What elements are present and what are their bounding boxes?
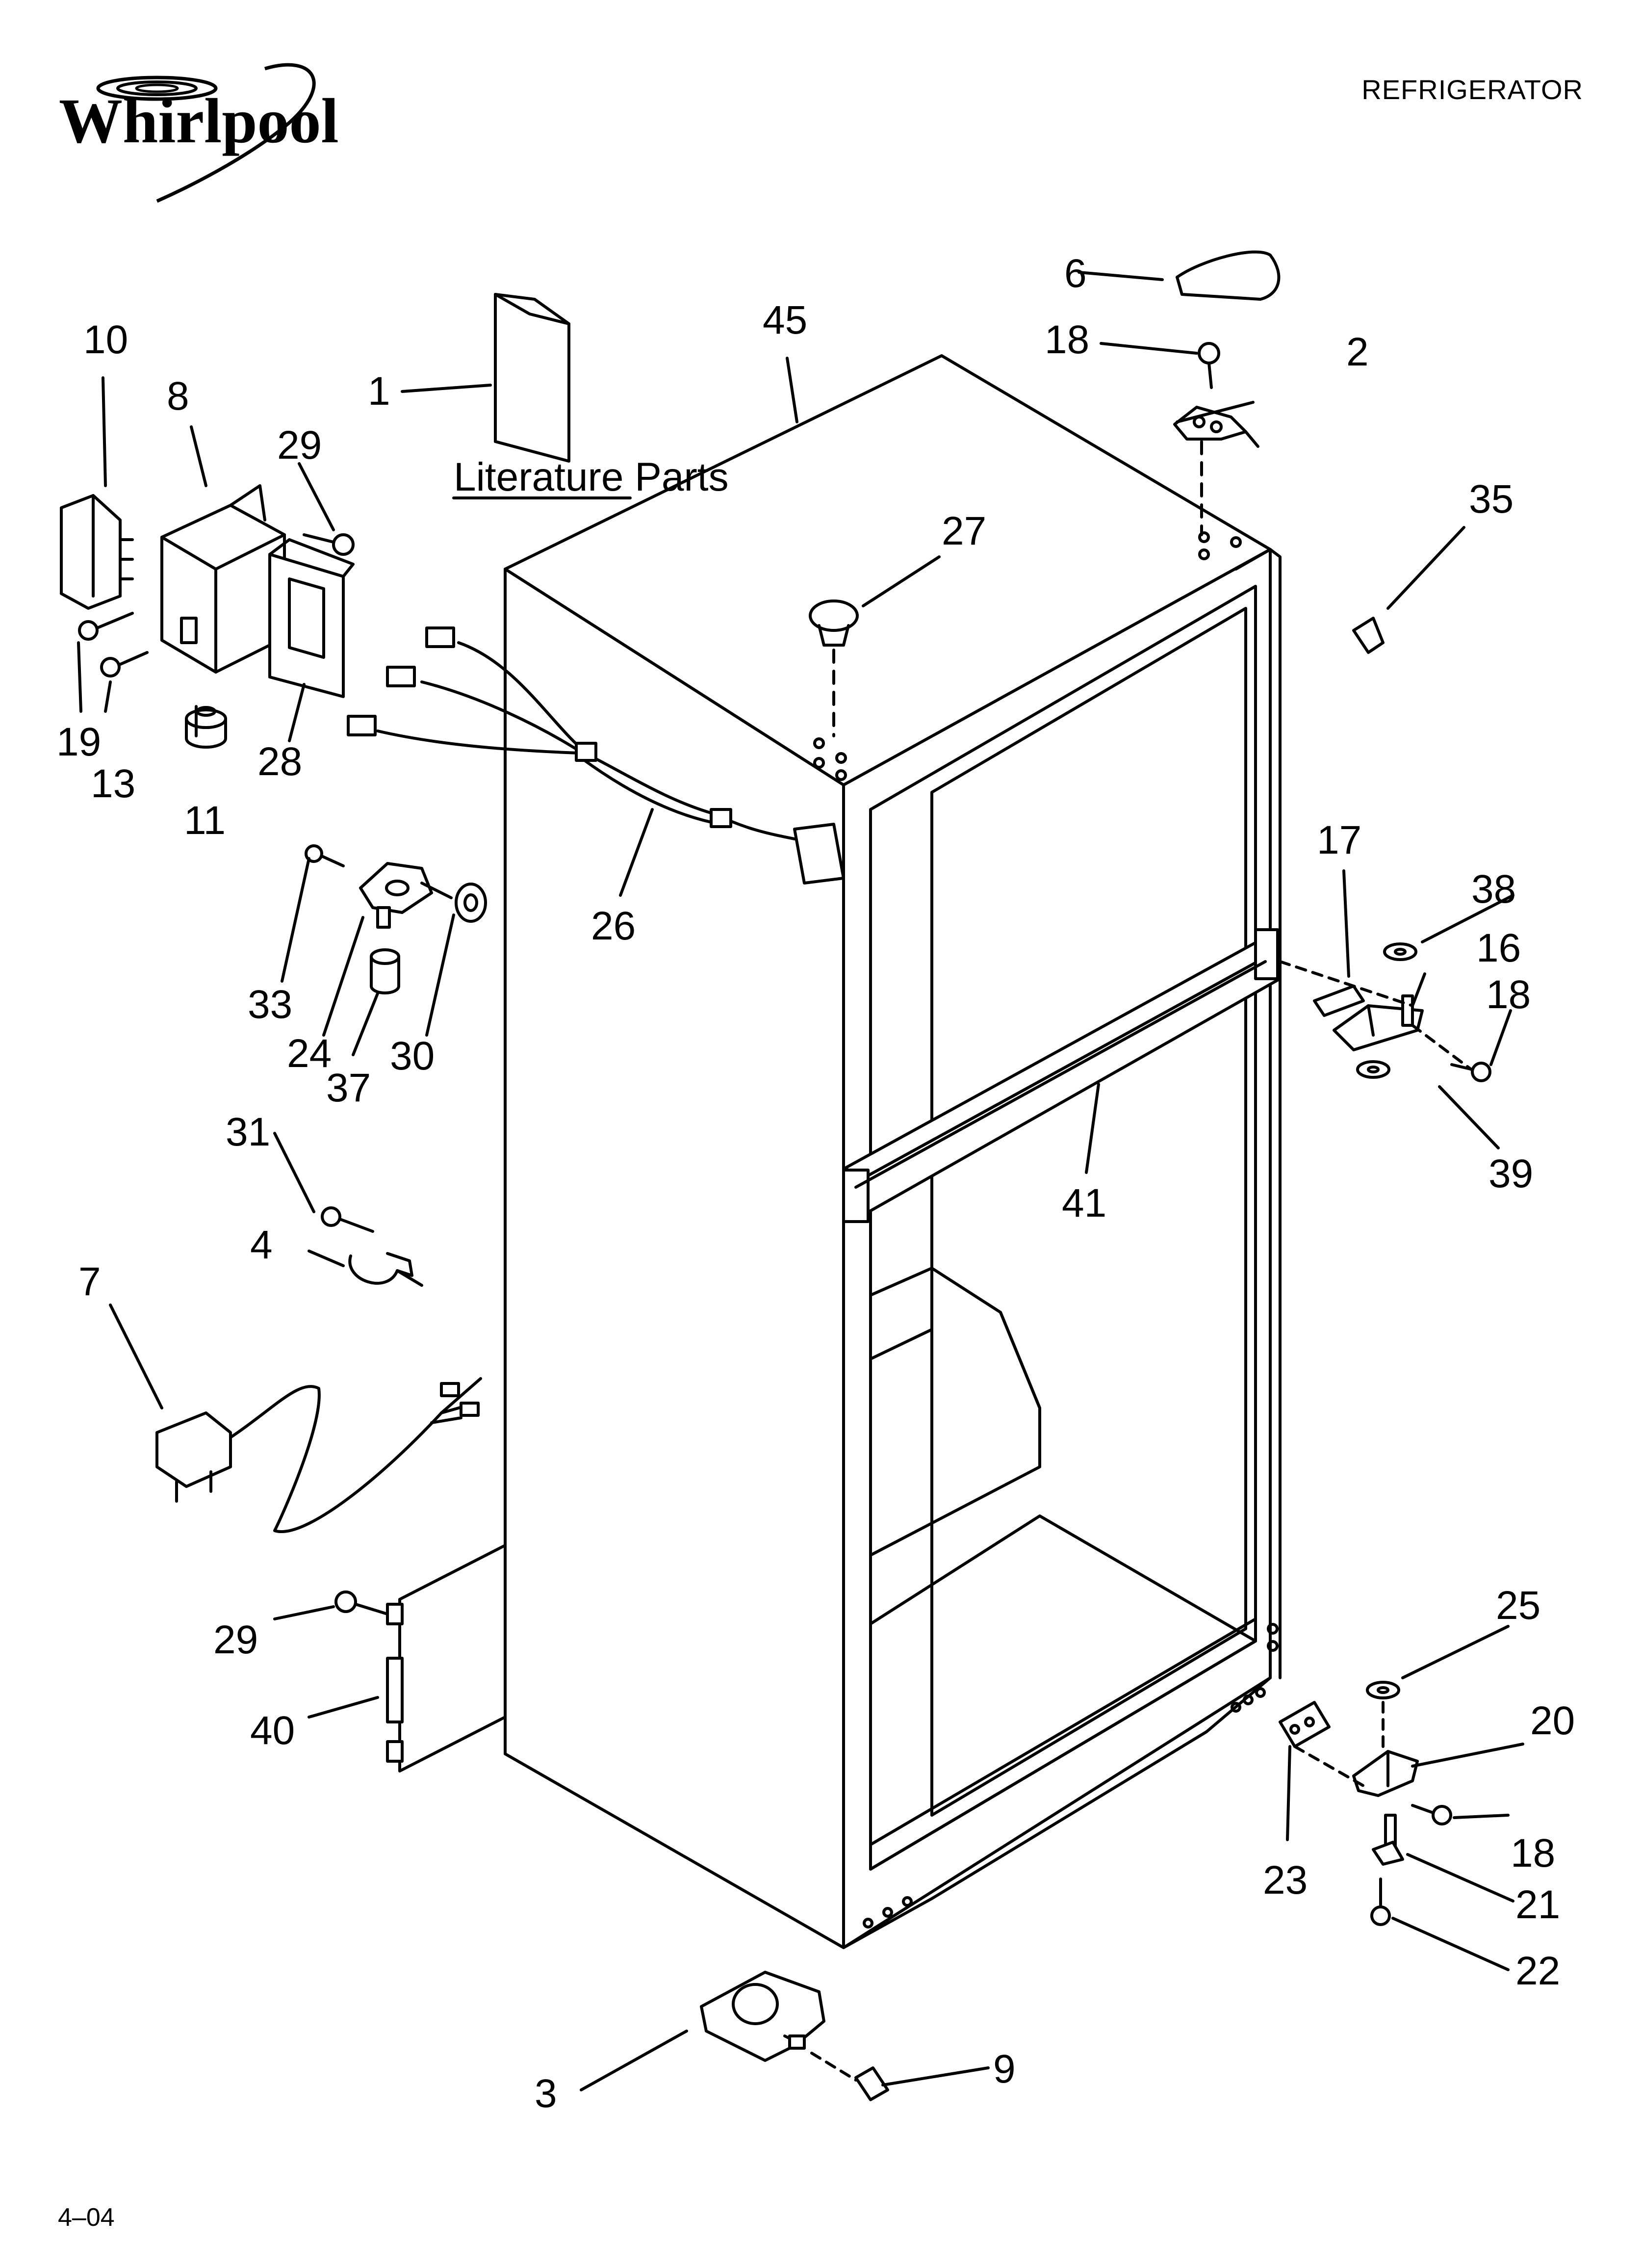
control-box-part-8 <box>160 484 286 672</box>
hinge-cover-part-6 <box>1177 252 1279 299</box>
callout-37: 37 <box>326 1066 371 1110</box>
power-cord-part-7 <box>157 1379 481 1532</box>
callout-13: 13 <box>91 761 135 806</box>
plug-part-27 <box>810 601 857 736</box>
callout-39: 39 <box>1488 1151 1533 1196</box>
callout-41: 41 <box>1062 1181 1106 1225</box>
callout-8: 8 <box>167 374 189 418</box>
shim-part-35 <box>1354 618 1383 652</box>
callout-10: 10 <box>83 317 128 362</box>
hinge-pin-part-21 <box>1373 1815 1403 1864</box>
shim-part-23 <box>1280 1702 1329 1747</box>
washer-part-38 <box>1385 944 1416 960</box>
screw-part-33 <box>306 846 343 866</box>
callout-9: 9 <box>993 2047 1016 2091</box>
callout-2: 2 <box>1346 330 1369 374</box>
leveling-roller-part-3 <box>701 1972 824 2060</box>
callout-numbers: 1 2 3 4 6 7 8 9 10 11 13 16 17 18 18 18 … <box>56 251 1575 2116</box>
screw-part-18-mid <box>1452 1063 1490 1081</box>
screw-part-18-bottom <box>1412 1805 1451 1824</box>
grommet-part-11 <box>186 707 226 747</box>
callout-35: 35 <box>1469 477 1514 521</box>
divider-rail-part-41 <box>844 930 1280 1222</box>
screw-part-31 <box>322 1208 373 1231</box>
access-panel-part-40 <box>387 1545 505 1771</box>
callout-29-top: 29 <box>277 423 322 468</box>
callout-leaders <box>77 271 1524 2091</box>
callout-23: 23 <box>1263 1858 1308 1903</box>
screw-part-22 <box>1372 1879 1389 1925</box>
callout-27: 27 <box>942 509 986 553</box>
callout-6: 6 <box>1064 251 1087 296</box>
screw-part-18-top <box>1199 343 1219 388</box>
spacer-part-37 <box>371 950 399 993</box>
screw-part-29-bottom <box>336 1592 387 1614</box>
top-hinge-part-2 <box>1175 407 1258 535</box>
callout-16: 16 <box>1476 926 1521 970</box>
callout-30: 30 <box>390 1034 435 1078</box>
callout-31: 31 <box>226 1110 270 1154</box>
hinge-shim-part-17 <box>1314 986 1363 1016</box>
bracket-part-24 <box>360 863 451 927</box>
center-hinge-part-16 <box>1334 996 1422 1050</box>
callout-38: 38 <box>1471 867 1516 912</box>
screw-part-29-top <box>304 535 353 554</box>
callout-26: 26 <box>591 904 636 948</box>
callout-40: 40 <box>250 1708 295 1753</box>
literature-label: Literature Parts <box>454 455 729 499</box>
bushing-part-30 <box>456 884 486 921</box>
callout-25: 25 <box>1496 1583 1540 1628</box>
callout-19: 19 <box>56 720 101 764</box>
callout-33: 33 <box>248 982 292 1027</box>
callout-28: 28 <box>257 739 302 784</box>
callout-20: 20 <box>1530 1698 1575 1743</box>
cabinet-part-45 <box>505 356 1282 1949</box>
callout-4: 4 <box>250 1223 273 1267</box>
callout-3: 3 <box>535 2071 557 2116</box>
screw-part-13 <box>102 652 147 676</box>
wire-harness-part-26 <box>348 628 844 883</box>
bottom-hinge-part-20 <box>1354 1751 1417 1796</box>
callout-18-top: 18 <box>1045 317 1089 362</box>
washer-part-39 <box>1358 1062 1389 1077</box>
washer-part-25 <box>1367 1682 1399 1747</box>
literature-part-1 <box>494 293 570 461</box>
callout-21: 21 <box>1515 1882 1560 1927</box>
callout-17: 17 <box>1317 818 1361 862</box>
callout-11: 11 <box>184 798 226 843</box>
callout-45: 45 <box>763 298 807 342</box>
section-title: REFRIGERATOR <box>1361 74 1583 105</box>
callout-7: 7 <box>78 1259 101 1304</box>
brand-wordmark: Whirlpool <box>59 86 339 156</box>
revision-code: 4–04 <box>58 2203 115 2232</box>
callout-29-bottom: 29 <box>213 1617 258 1662</box>
leveling-screw-part-9 <box>812 2053 888 2100</box>
callout-18-bottom: 18 <box>1511 1831 1555 1876</box>
whirlpool-logo: Whirlpool <box>59 63 339 203</box>
callout-18-mid: 18 <box>1486 972 1531 1017</box>
relay-part-10 <box>61 495 132 608</box>
callout-22: 22 <box>1515 1949 1560 1993</box>
cover-part-28 <box>268 538 355 697</box>
callout-1: 1 <box>368 369 390 414</box>
callout-24: 24 <box>287 1031 332 1076</box>
screw-part-19 <box>79 613 132 639</box>
clamp-part-4 <box>350 1253 422 1285</box>
